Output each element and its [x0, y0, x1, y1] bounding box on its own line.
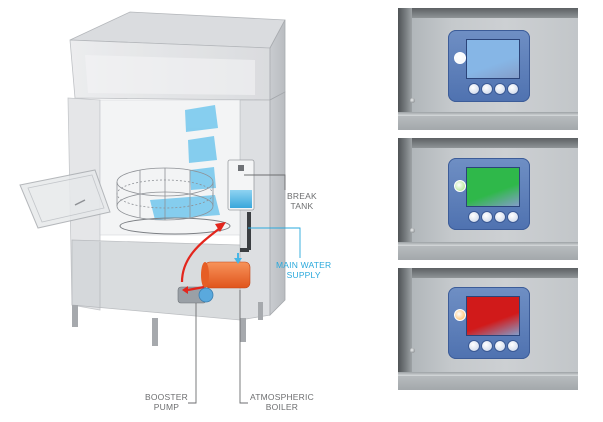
- controller-ready: [448, 158, 530, 230]
- controller-standby: [448, 30, 530, 102]
- leader-lines: [188, 174, 301, 404]
- atmospheric-boiler-label-line2: BOILER: [265, 402, 299, 412]
- status-led-icon: [454, 52, 466, 64]
- water-jets: [150, 105, 220, 220]
- screw-icon: [410, 98, 415, 103]
- main-water-pipe: [234, 253, 242, 264]
- control-button: [481, 83, 493, 95]
- control-buttons: [468, 83, 522, 95]
- control-button: [507, 83, 519, 95]
- control-button: [481, 340, 493, 352]
- booster-pump-label-line1: BOOSTER: [145, 392, 188, 402]
- control-button: [494, 83, 506, 95]
- controller-alarm: [448, 287, 530, 359]
- atmospheric-boiler-label: ATMOSPHERIC BOILER: [250, 392, 314, 412]
- control-button: [494, 340, 506, 352]
- booster-pump-label-line2: PUMP: [153, 402, 180, 412]
- body-side: [269, 91, 286, 316]
- control-button: [507, 211, 519, 223]
- control-button: [494, 211, 506, 223]
- status-led-icon: [454, 309, 466, 321]
- display-screen: [466, 296, 520, 336]
- atmospheric-boiler: [201, 261, 251, 289]
- control-buttons: [468, 340, 522, 352]
- control-button: [481, 211, 493, 223]
- wash-basket: [116, 167, 214, 221]
- main-water-supply-label: MAIN WATER SUPPLY: [276, 260, 331, 280]
- open-door: [19, 169, 111, 229]
- control-buttons: [468, 211, 522, 223]
- atmospheric-boiler-label-line1: ATMOSPHERIC: [250, 392, 314, 402]
- hot-water-flow: [180, 227, 221, 292]
- machine-legs: [72, 302, 263, 346]
- display-screen: [466, 39, 520, 79]
- break-tank-label: BREAK TANK: [287, 191, 317, 211]
- booster-pump-label: BOOSTER PUMP: [145, 392, 188, 412]
- control-button: [468, 211, 480, 223]
- status-led-icon: [454, 180, 466, 192]
- control-button: [507, 340, 519, 352]
- break-tank: [227, 159, 255, 252]
- break-tank-label-line1: BREAK: [287, 191, 317, 201]
- main-water-supply-label-line2: SUPPLY: [286, 270, 321, 280]
- screw-icon: [410, 228, 415, 233]
- main-water-supply-label-line1: MAIN WATER: [276, 260, 332, 270]
- control-button: [468, 340, 480, 352]
- dishwasher-diagram: [19, 11, 301, 404]
- break-tank-label-line2: TANK: [290, 201, 314, 211]
- control-button: [468, 83, 480, 95]
- display-screen: [466, 167, 520, 207]
- screw-icon: [410, 348, 415, 353]
